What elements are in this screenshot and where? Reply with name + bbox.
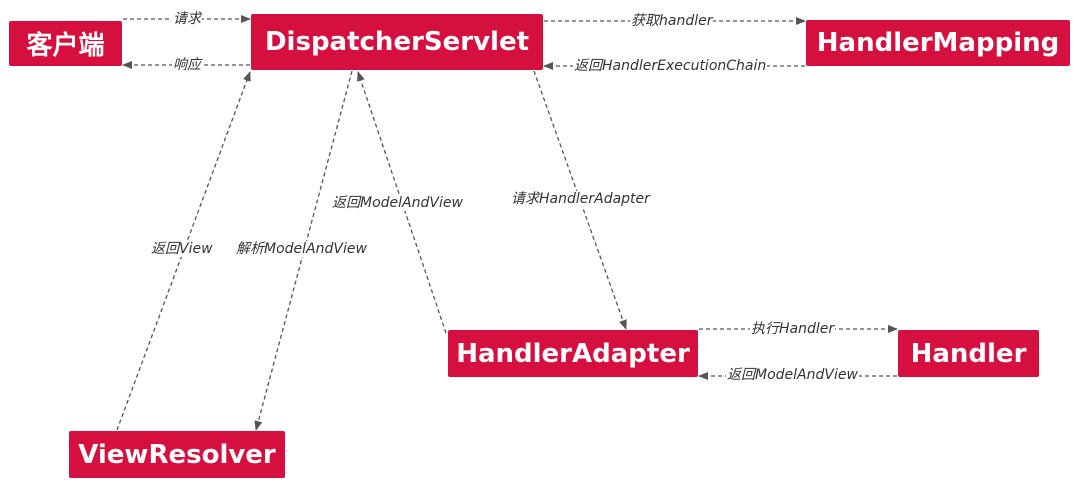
edge-label-return-model-and-view-to-servlet: 返回ModelAndView — [331, 195, 464, 211]
node-handler-mapping: HandlerMapping — [806, 20, 1070, 66]
node-view-resolver: ViewResolver — [69, 431, 285, 478]
edge-label-parse-model-and-view: 解析ModelAndView — [235, 241, 368, 257]
node-handler-adapter: HandlerAdapter — [448, 330, 698, 377]
edge-label-return-execution-chain: 返回HandlerExecutionChain — [573, 58, 768, 74]
edge-label-request: 请求 — [172, 11, 202, 27]
edge-label-return-view: 返回View — [150, 241, 214, 257]
edge-label-execute-handler: 执行Handler — [750, 321, 836, 337]
node-handler: Handler — [898, 330, 1039, 377]
edge-label-response: 响应 — [172, 57, 202, 73]
edge-label-get-handler: 获取handler — [630, 13, 714, 29]
node-dispatcher-servlet: DispatcherServlet — [251, 14, 543, 70]
edge-return-model-and-view-to-servlet — [357, 71, 447, 334]
edge-label-return-model-and-view-to-adapter: 返回ModelAndView — [726, 367, 859, 383]
node-client: 客户端 — [9, 21, 122, 66]
edge-label-request-handler-adapter: 请求HandlerAdapter — [510, 191, 651, 207]
